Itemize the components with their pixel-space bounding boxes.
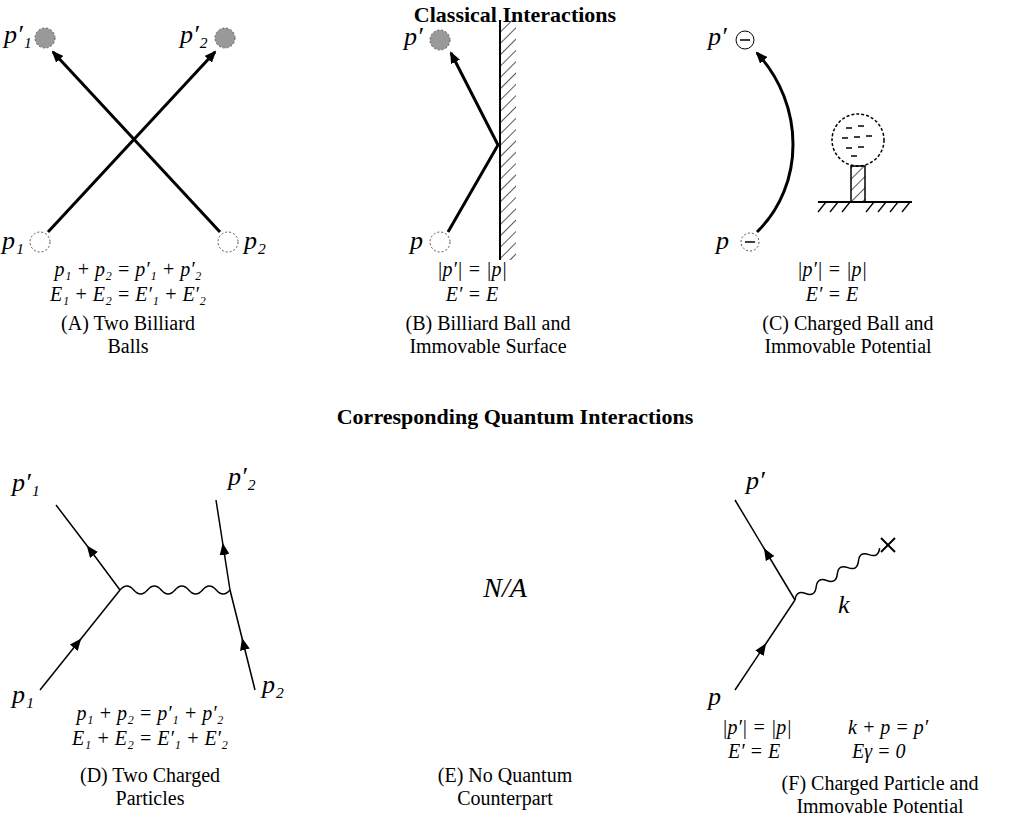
panel-caption: (A) Two Billiard Balls [58,312,198,358]
feynman-diagram-f [735,500,895,690]
equation: E′ = E [728,740,780,763]
momentum-label: p₁ [2,226,24,256]
charged-ball-and-potential [736,31,912,251]
equation: |p′| = |p| [437,258,507,281]
billiard-balls [30,28,238,252]
not-applicable: N/A [483,572,527,604]
momentum-label: p′ [404,22,423,52]
equation: Eγ = 0 [852,740,906,763]
feynman-diagram-d [40,500,255,690]
panel-caption: (F) Charged Particle and Immovable Poten… [768,772,993,818]
momentum-label: p₁ [12,680,34,710]
ball-and-wall [430,20,516,260]
panel-caption: (D) Two Charged Particles [65,764,235,810]
section-heading: Classical Interactions [414,2,616,27]
momentum-label: k [838,590,850,620]
equation: p₁ + p₂ = p′₁ + p′₂ [54,258,201,281]
momentum-label: p₂ [244,226,266,256]
equation: p₁ + p₂ = p′₁ + p′₂ [76,702,223,725]
panel-caption: (C) Charged Ball and Immovable Potential [743,312,953,358]
equation: |p′| = |p| [722,716,792,739]
panel-caption: (E) No Quantum Counterpart [425,764,585,810]
section-heading: Corresponding Quantum Interactions [337,404,694,429]
momentum-label: p′₂ [228,462,256,492]
momentum-label: p′₁ [12,468,40,498]
momentum-label: p′ [746,466,765,496]
momentum-label: p [410,226,423,256]
equation: E₁ + E₂ = E′₁ + E′₂ [50,283,206,306]
panel-caption: (B) Billiard Ball and Immovable Surface [383,312,593,358]
momentum-label: p′₂ [180,20,208,50]
momentum-label: p₂ [262,670,284,700]
equation: |p′| = |p| [797,258,867,281]
momentum-label: p′₁ [4,20,32,50]
momentum-label: p [716,226,729,256]
equation: E′ = E [806,283,858,306]
equation: E₁ + E₂ = E′₁ + E′₂ [72,727,228,750]
momentum-label: p [708,682,721,712]
momentum-label: p′ [708,22,727,52]
equation: k + p = p′ [848,716,928,739]
equation: E′ = E [446,283,498,306]
